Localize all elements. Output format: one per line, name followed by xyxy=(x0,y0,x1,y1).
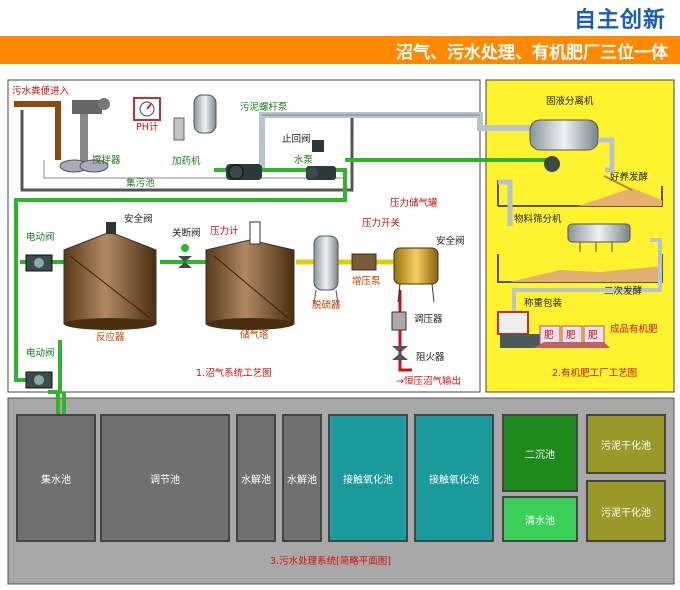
electric-valve-top-icon xyxy=(25,254,53,272)
booster-pump-icon xyxy=(351,253,377,271)
header-banner xyxy=(0,36,680,64)
pressure-switch-label: 压力开关 xyxy=(362,218,401,229)
mixer-label: 搅拌器 xyxy=(92,155,121,166)
secondary-label: 二次发酵 xyxy=(604,286,643,297)
pool-sludge-drying-1: 污泥干化池 xyxy=(586,414,666,474)
electric-valve-bottom-icon xyxy=(25,371,53,389)
page-subtitle: 沼气、污水处理、有机肥厂三位一体 xyxy=(396,43,668,63)
dosing-tank-icon xyxy=(173,94,217,141)
flame-arrester-label: 阻火器 xyxy=(416,352,445,363)
reactor-label: 反应器 xyxy=(96,332,125,343)
packing-machine xyxy=(497,311,540,348)
check-valve-label: 止回阀 xyxy=(282,134,311,145)
ph-meter-icon xyxy=(133,97,161,121)
pool-sludge-drying-2: 污泥干化池 xyxy=(586,480,666,542)
bag-label-1: 肥 xyxy=(544,330,554,341)
pool-hydrolysis-1: 水解池 xyxy=(236,414,276,542)
wastewater-caption: 3.污水处理系统[简略平面图] xyxy=(270,556,391,567)
gas-tower-label: 储气塔 xyxy=(240,330,269,341)
shutoff-valve-icon xyxy=(178,244,192,268)
collection-pit xyxy=(20,110,354,192)
desulfurizer-label: 脱硫器 xyxy=(312,300,341,311)
pressure-gauge-icon xyxy=(249,221,261,245)
desulfurizer xyxy=(313,235,339,305)
biogas-panel xyxy=(7,79,481,393)
inlet-label: 污水粪便进入 xyxy=(12,86,70,97)
bag-label-2: 肥 xyxy=(566,330,576,341)
collection-tank-label: 集污池 xyxy=(126,178,155,189)
brand-title: 自主创新 xyxy=(573,8,666,33)
regulator-label: 调压器 xyxy=(414,314,443,325)
sludge-pump-label: 污泥螺杆泵 xyxy=(240,102,288,113)
packing-label: 称重包装 xyxy=(524,298,563,309)
dosing-label: 加药机 xyxy=(172,156,201,167)
separator-machine xyxy=(529,119,599,172)
regulator-icon xyxy=(391,311,407,331)
screener-machine xyxy=(567,223,631,252)
screener-label: 物料筛分机 xyxy=(514,214,562,225)
water-pump-icon xyxy=(306,166,336,180)
reactor-tank xyxy=(63,231,157,330)
separator-label: 固液分离机 xyxy=(546,96,594,107)
shutoff-valve-label: 关断阀 xyxy=(172,228,201,239)
sludge-pump-icon xyxy=(226,164,262,180)
pool-clear-water: 清水池 xyxy=(502,496,578,542)
gas-tower xyxy=(205,239,295,330)
product-label: 成品有机肥 xyxy=(610,324,658,335)
ph-meter-label: PH计 xyxy=(136,122,159,133)
check-valve-icon xyxy=(312,140,324,152)
pool-regulating: 调节池 xyxy=(100,414,230,542)
pool-contact-oxidation-1: 接触氧化池 xyxy=(328,414,408,542)
safety-valve-label-2: 安全阀 xyxy=(436,236,465,247)
bag-label-3: 肥 xyxy=(588,330,598,341)
booster-pump-label: 增压泵 xyxy=(352,276,381,287)
pressure-tank xyxy=(393,247,439,303)
flame-arrester-icon xyxy=(392,346,408,360)
electric-valve-label-1: 电动阀 xyxy=(26,232,55,243)
pool-secondary-settling: 二沉池 xyxy=(502,414,578,492)
pool-contact-oxidation-2: 接触氧化池 xyxy=(414,414,494,542)
pressure-gauge-label: 压力计 xyxy=(210,226,239,237)
safety-valve-label-1: 安全阀 xyxy=(124,214,153,225)
pressure-tank-label: 压力储气罐 xyxy=(390,198,438,209)
aerobic-label: 好养发酵 xyxy=(610,172,649,183)
output-label: →恒压沼气输出 xyxy=(396,376,461,387)
biogas-caption: 1.沼气系统工艺图 xyxy=(196,368,272,379)
fertilizer-bags xyxy=(539,325,605,347)
safety-valve-icon xyxy=(106,222,116,234)
pool-hydrolysis-2: 水解池 xyxy=(282,414,322,542)
inlet-pipe xyxy=(14,101,61,160)
water-pump-label: 水泵 xyxy=(294,155,314,166)
pool-collection: 集水池 xyxy=(16,414,96,542)
mixer-icon xyxy=(59,98,110,173)
fertilizer-caption: 2.有机肥工厂工艺图 xyxy=(552,368,638,379)
electric-valve-label-2: 电动阀 xyxy=(26,348,55,359)
